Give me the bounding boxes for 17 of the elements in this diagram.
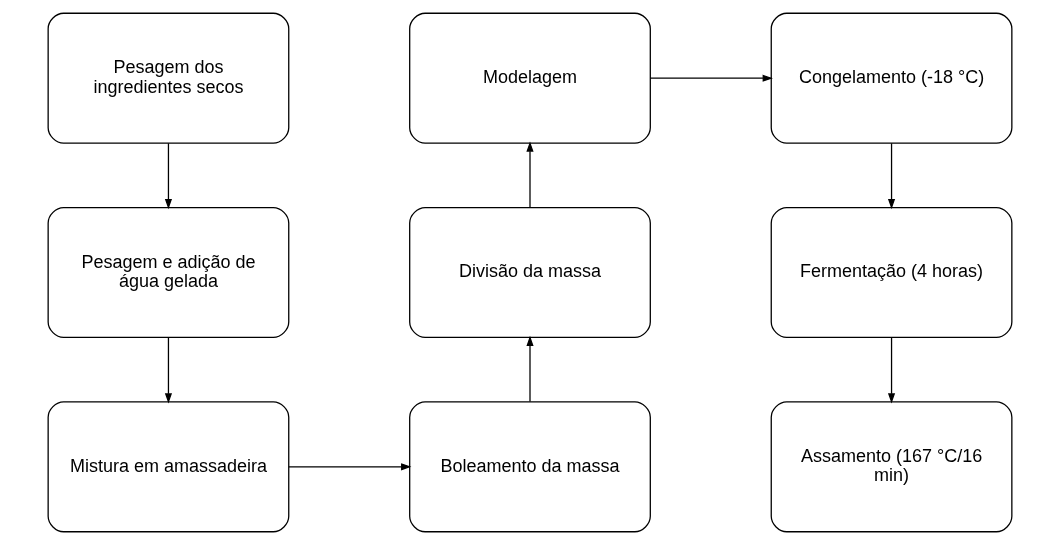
node-box: Divisão da massa — [408, 206, 651, 339]
arrow — [887, 336, 895, 404]
arrow — [525, 141, 534, 208]
arrow — [164, 336, 172, 404]
node-box: Pesagem e adição de água gelada — [47, 206, 289, 339]
node-box: Pesagem dos ingredientes secos — [47, 12, 289, 144]
node-box: Fermentação (4 horas) — [770, 206, 1012, 339]
arrow — [525, 335, 534, 403]
arrow — [287, 463, 411, 471]
node-box: Boleamento da massa — [408, 401, 651, 533]
node-box: Assamento (167 °C/16 min) — [770, 401, 1012, 533]
node-box: Modelagem — [408, 12, 651, 144]
arrow — [649, 74, 773, 82]
node-box: Mistura em amassadeira — [47, 401, 289, 533]
arrow — [164, 142, 172, 210]
arrow — [887, 142, 895, 210]
node-box: Congelamento (-18 °C) — [770, 12, 1012, 144]
